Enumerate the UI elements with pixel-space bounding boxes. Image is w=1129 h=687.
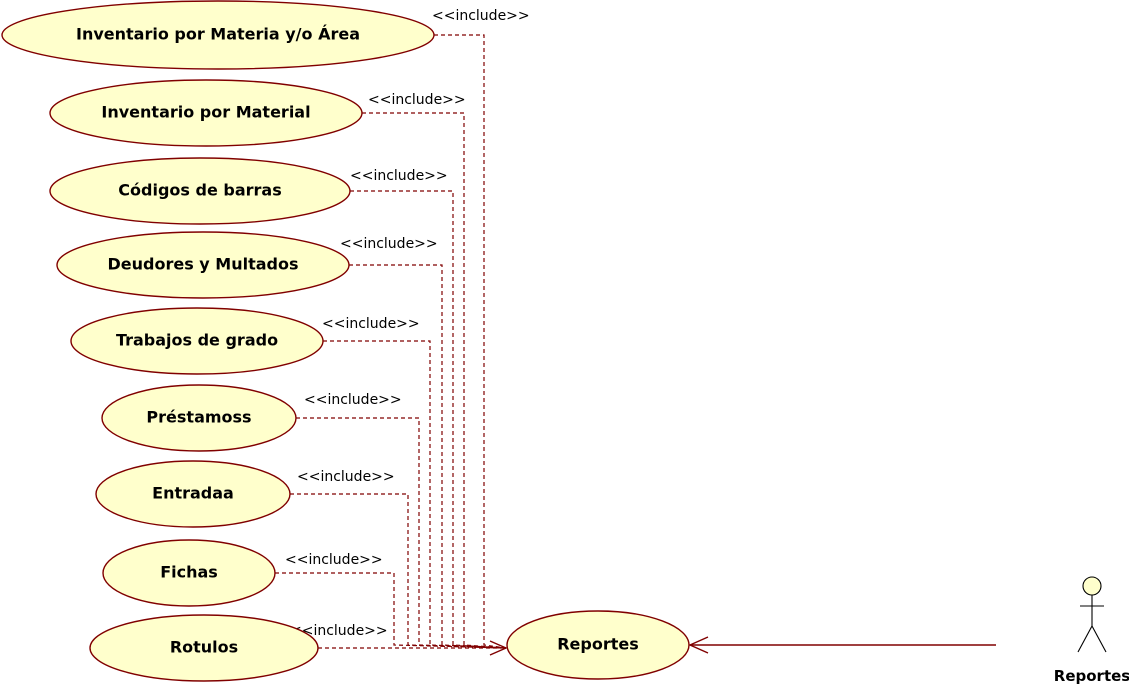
- use-case-prestamoss[interactable]: Préstamoss: [101, 384, 297, 452]
- use-case-reportes-label: Reportes: [557, 635, 639, 654]
- actor-head: [1082, 576, 1102, 596]
- include-edge-uc-inventario-material: [362, 112, 507, 649]
- use-case-label: Deudores y Multados: [107, 255, 298, 274]
- include-stereotype-label: <<include>>: [285, 552, 383, 568]
- use-case-inventario-material[interactable]: Inventario por Material: [49, 79, 363, 147]
- use-case-entradaa[interactable]: Entradaa: [95, 460, 291, 528]
- use-case-trabajos-grado[interactable]: Trabajos de grado: [70, 307, 324, 375]
- include-edge-uc-prestamoss: [296, 417, 507, 649]
- use-case-label: Inventario por Material: [101, 103, 310, 122]
- include-stereotype-label: <<include>>: [304, 392, 402, 408]
- include-stereotype-label: <<include>>: [350, 168, 448, 184]
- use-case-fichas[interactable]: Fichas: [102, 539, 276, 607]
- actor-label: Reportes: [1054, 667, 1129, 685]
- use-case-deudores-multados[interactable]: Deudores y Multados: [56, 231, 350, 299]
- include-stereotype-label: <<include>>: [322, 316, 420, 332]
- use-case-label: Rotulos: [170, 638, 238, 657]
- use-case-inventario-materia-area[interactable]: Inventario por Materia y/o Área: [1, 0, 435, 70]
- actor-reportes[interactable]: Reportes: [1054, 576, 1129, 685]
- association-line: [688, 636, 996, 654]
- include-edge-uc-inventario-materia-area: [434, 34, 507, 649]
- include-edge-uc-trabajos-grado: [323, 340, 507, 649]
- include-stereotype-label: <<include>>: [340, 236, 438, 252]
- use-case-label: Fichas: [160, 563, 218, 582]
- include-stereotype-label: <<include>>: [368, 92, 466, 108]
- use-case-reportes[interactable]: Reportes: [506, 610, 690, 680]
- use-case-label: Trabajos de grado: [116, 331, 278, 350]
- include-stereotype-label: <<include>>: [290, 623, 388, 639]
- use-case-label: Préstamoss: [146, 408, 251, 427]
- include-stereotype-label: <<include>>: [297, 469, 395, 485]
- include-edge-uc-fichas: [275, 572, 507, 649]
- use-case-label: Códigos de barras: [118, 181, 281, 200]
- use-case-rotulos[interactable]: Rotulos: [89, 614, 319, 682]
- use-case-codigos-barras[interactable]: Códigos de barras: [49, 157, 351, 225]
- include-arrowhead: [489, 640, 508, 656]
- include-stereotype-label: <<include>>: [432, 8, 530, 24]
- use-case-label: Entradaa: [152, 484, 234, 503]
- include-edge-uc-codigos-barras: [350, 190, 507, 649]
- use-case-label: Inventario por Materia y/o Área: [76, 25, 360, 44]
